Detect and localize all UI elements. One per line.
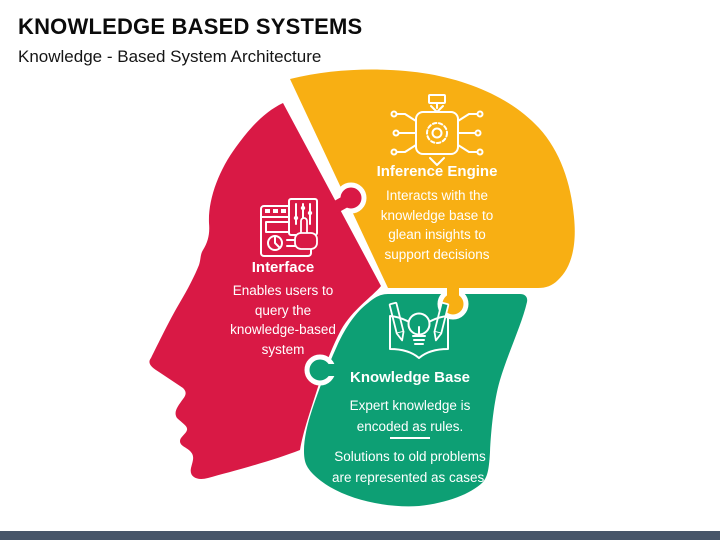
knowledge-base-title: Knowledge Base <box>349 369 471 386</box>
footer-bar <box>0 531 720 540</box>
interface-description: Enables users to query the knowledge-bas… <box>230 283 336 357</box>
knowledge-base-divider <box>390 437 430 439</box>
knowledge-base-description-cases: Solutions to old problems are represente… <box>331 449 489 485</box>
inference-engine-title: Inference Engine <box>376 163 498 180</box>
inference-engine-shape <box>290 69 575 288</box>
interface-knob <box>331 182 367 214</box>
interface-piece <box>149 103 381 479</box>
knowledge-base-knob <box>304 354 338 386</box>
inference-engine-description: Interacts with the knowledge base to gle… <box>380 188 494 262</box>
ai-chip-gear-icon <box>390 94 484 166</box>
interface-title: Interface <box>251 259 315 276</box>
interface-shape <box>149 103 381 479</box>
page-subtitle: Knowledge - Based System Architecture <box>18 47 322 66</box>
knowledge-base-description-rules: Expert knowledge is encoded as rules. <box>349 398 471 434</box>
knowledge-base-piece <box>303 294 528 507</box>
dashboard-touch-icon <box>260 198 318 257</box>
page-title: KNOWLEDGE BASED SYSTEMS <box>18 14 363 39</box>
knowledge-base-shape <box>303 294 528 507</box>
open-book-bulb-icon <box>388 301 450 359</box>
inference-engine-piece <box>290 69 575 288</box>
